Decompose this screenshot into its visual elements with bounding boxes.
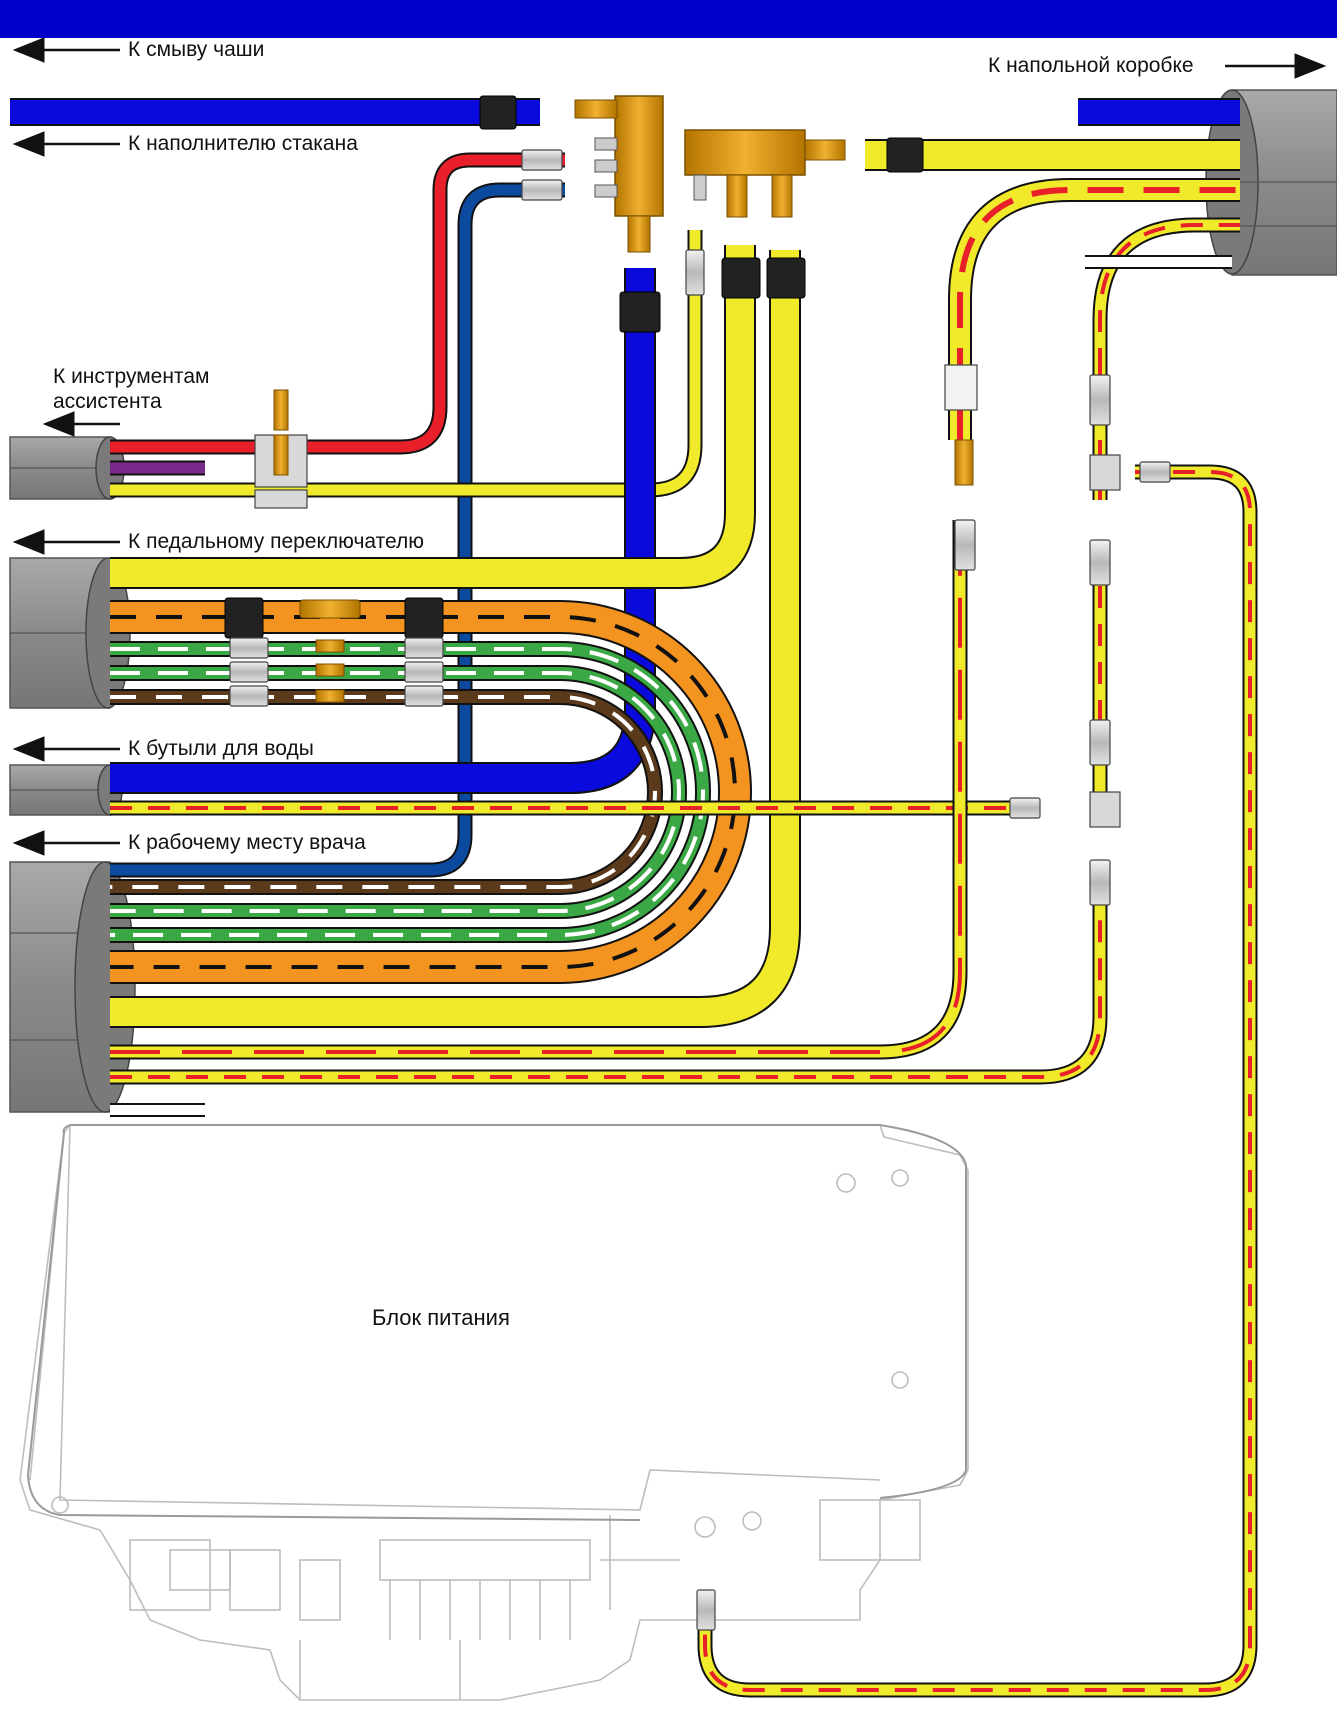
manifold-right (684, 129, 846, 218)
top-bar (0, 0, 1337, 38)
power-unit (19, 1124, 969, 1701)
arrow-right-icon (1225, 53, 1327, 79)
manifold-left (574, 95, 664, 253)
label-assistant-line2: ассистента (53, 390, 162, 413)
sheath-water-bottle (9, 764, 123, 816)
label-doctor-place: К рабочему месту врача (128, 831, 366, 854)
label-foot-switch: К педальному переключателю (128, 530, 424, 553)
sheath-foot-switch (9, 557, 131, 709)
label-bowl-rinse: К смыву чаши (128, 38, 265, 61)
sheath-doctor (9, 861, 136, 1113)
label-power-unit: Блок питания (372, 1305, 510, 1330)
label-cup-filler: К наполнителю стакана (128, 132, 358, 155)
label-water-bottle: К бутыли для воды (128, 737, 314, 760)
tube-red (110, 152, 565, 455)
sheath-assistant (9, 436, 125, 500)
arrow-left-icon (12, 37, 120, 856)
label-assistant-line1: К инструментам (53, 365, 210, 388)
label-floor-box: К напольной коробке (988, 54, 1194, 77)
